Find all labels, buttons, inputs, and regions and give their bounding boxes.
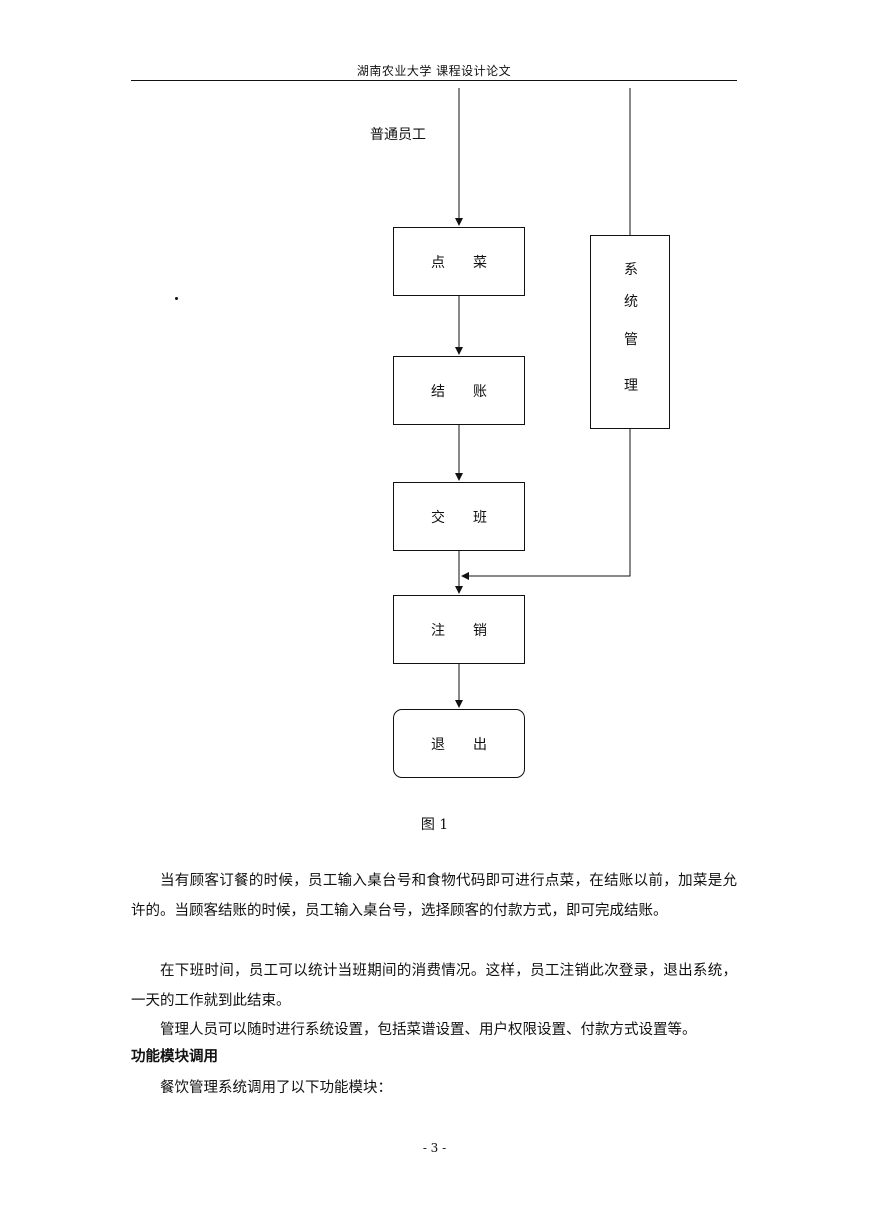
step-logout-box: 注销 xyxy=(393,595,525,664)
step-handover-char-2: 班 xyxy=(473,509,487,526)
step-exit-char-2: 出 xyxy=(473,736,487,753)
step-order-char-2: 菜 xyxy=(473,254,487,271)
step-checkout-char-1: 结 xyxy=(431,383,445,400)
admin-char-3: 管 xyxy=(624,332,638,348)
paragraph-admin: 管理人员可以随时进行系统设置，包括菜谱设置、用户权限设置、付款方式设置等。 xyxy=(160,1022,697,1038)
admin-char-2: 统 xyxy=(624,294,638,310)
step-handover-char-1: 交 xyxy=(431,509,445,526)
step-order-char-1: 点 xyxy=(431,254,445,271)
actor-label: 普通员工 xyxy=(370,127,426,143)
step-checkout-box: 结账 xyxy=(393,356,525,425)
step-handover-box: 交班 xyxy=(393,482,525,551)
section-intro: 餐饮管理系统调用了以下功能模块： xyxy=(160,1080,392,1096)
admin-return-line xyxy=(461,429,631,580)
section-title: 功能模块调用 xyxy=(131,1049,218,1065)
page-number: - 3 - xyxy=(422,1141,447,1155)
figure-caption: 图 1 xyxy=(420,817,449,833)
step-order-box: 点菜 xyxy=(393,227,525,296)
step-checkout-char-2: 账 xyxy=(473,383,487,400)
step-exit-char-1: 退 xyxy=(431,736,445,753)
step-exit-box: 退出 xyxy=(393,709,525,778)
admin-char-1: 系 xyxy=(624,262,638,278)
step-logout-char-2: 销 xyxy=(473,622,487,639)
step-logout-char-1: 注 xyxy=(431,622,445,639)
paragraph-shift-end: 在下班时间，员工可以统计当班期间的消费情况。这样，员工注销此次登录，退出系统，一… xyxy=(131,963,737,1009)
paragraph-ordering: 当有顾客订餐的时候，员工输入桌台号和食物代码即可进行点菜，在结账以前，加菜是允许… xyxy=(131,873,737,919)
header-rule xyxy=(131,80,737,81)
admin-char-4: 理 xyxy=(624,378,638,394)
page-header: 湖南农业大学 课程设计论文 xyxy=(356,64,512,78)
stray-dot xyxy=(175,297,178,300)
system-admin-box: 系 统 管 理 xyxy=(590,235,670,429)
